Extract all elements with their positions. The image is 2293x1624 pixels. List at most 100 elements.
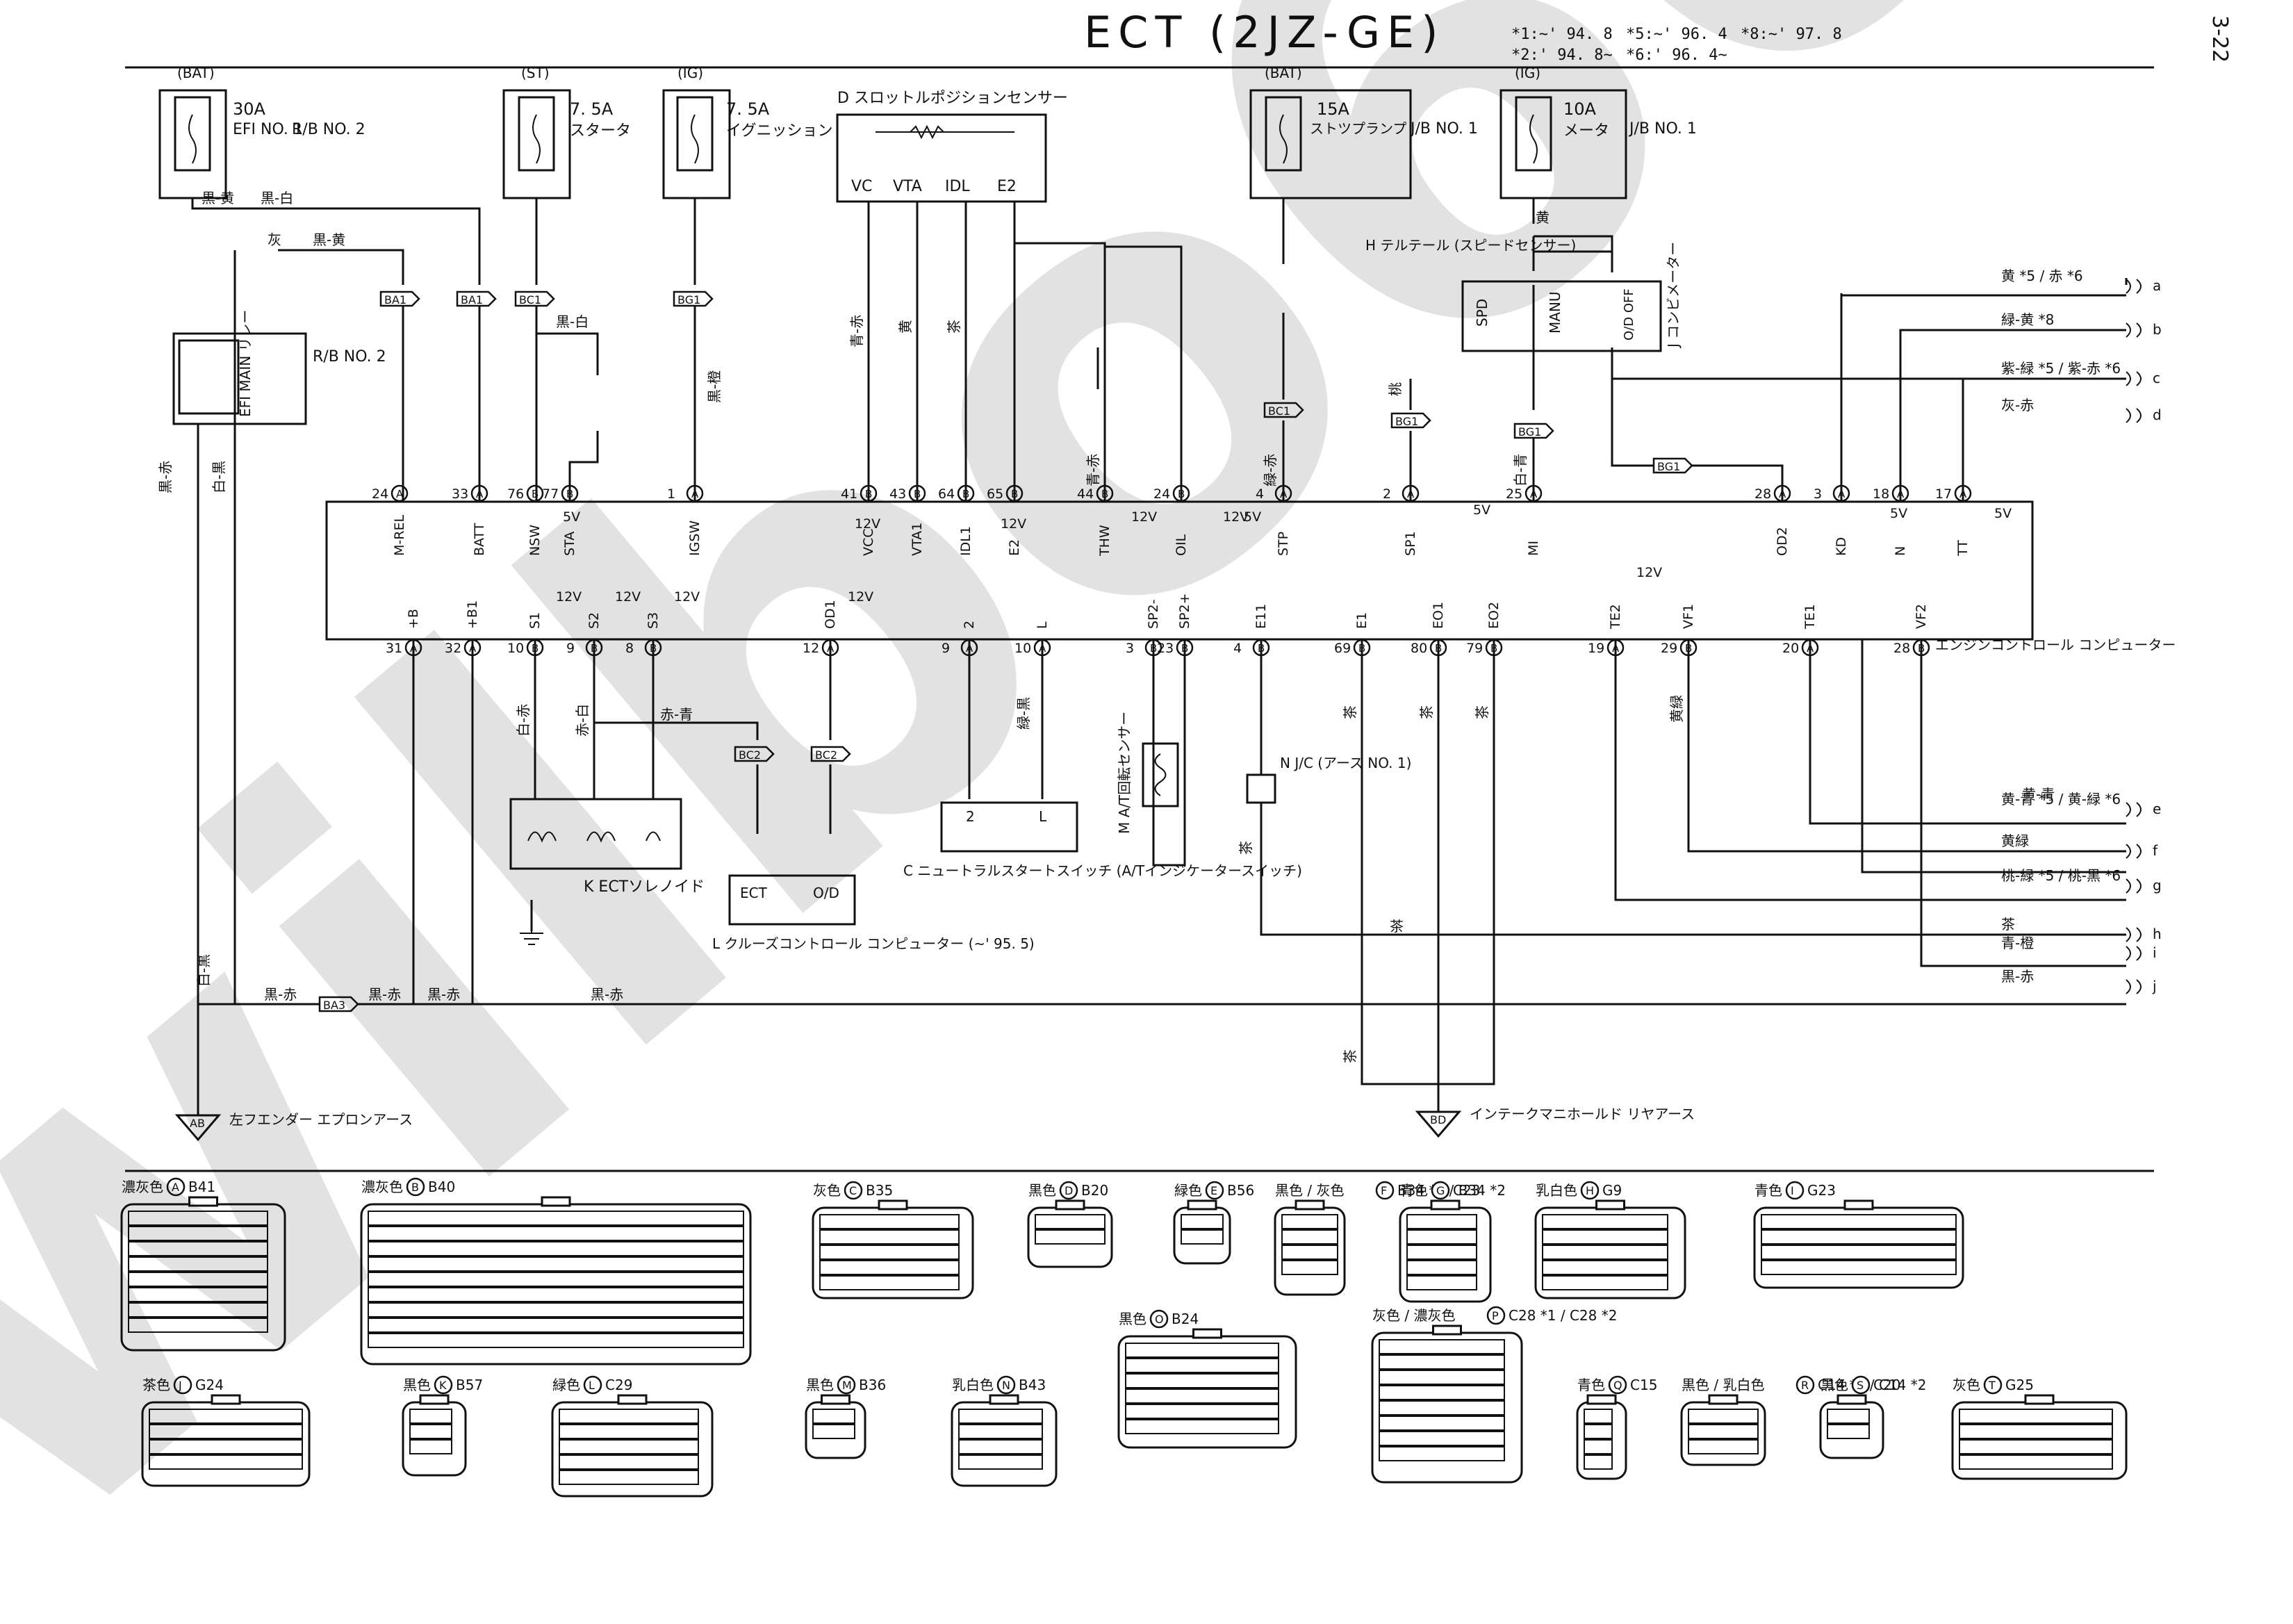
connector-cavity-row: [1125, 1404, 1279, 1419]
connector-id: A: [172, 1181, 179, 1194]
wire-color: 白-黒: [211, 461, 227, 493]
connector-shell: [1173, 1206, 1231, 1265]
connector-latch: [1432, 1324, 1462, 1336]
connector-id: G: [1436, 1184, 1445, 1197]
pin-name: SP1: [1403, 531, 1418, 556]
pin-number: 4: [1233, 641, 1242, 656]
wire-color: 緑-黒: [1015, 697, 1032, 730]
pin-name: M-REL: [392, 515, 407, 556]
fuse-source: (IG): [677, 65, 703, 81]
connector-id: I: [1791, 1184, 1794, 1197]
connector-id: M: [842, 1379, 852, 1392]
right-side-outputs: 黄 *5 / 赤 *6a緑-黄 *8b紫-緑 *5 / 紫-赤 *6c灰-赤d黄…: [2001, 268, 2162, 994]
connector-cavity-row: [368, 1318, 744, 1333]
wire: [536, 332, 599, 375]
connector-cavity-row: [1584, 1454, 1613, 1470]
fuse-icon: [1529, 114, 1538, 164]
connector-cavity-row: [1281, 1260, 1338, 1275]
connector-shell: [1534, 1206, 1686, 1299]
connector-part: C15: [1630, 1377, 1657, 1393]
connector-cavity-row: [1379, 1400, 1505, 1416]
pin-number: 17: [1935, 486, 1952, 502]
connector-color: 黒色: [1821, 1377, 1848, 1393]
connector-id-badge: [844, 1181, 863, 1200]
ground-icon: [1415, 1110, 1462, 1138]
pin-name: S1: [527, 612, 543, 629]
pin-name: OIL: [1174, 534, 1189, 556]
voltage-label: 5V: [563, 509, 580, 525]
connector-cavity-row: [1542, 1214, 1668, 1229]
fuse-icon: [188, 114, 197, 164]
connector-id-badge: [166, 1177, 186, 1197]
junction-tag: BA1: [456, 290, 497, 307]
voltage-label: 5V: [1473, 502, 1490, 518]
voltage-label: 5V: [1244, 509, 1261, 525]
connector-cavity-row: [368, 1211, 744, 1226]
component-label: K ECTソレノイド: [584, 878, 705, 896]
connector-id: N: [1002, 1379, 1010, 1392]
tag-label: BA3: [323, 999, 345, 1012]
connector-part: C29: [605, 1377, 632, 1393]
wire-color: 黒-橙: [706, 370, 723, 403]
fuse-meter: (IG) 10A メータ J/B NO. 1: [1499, 65, 1697, 199]
pin-label: VTA: [893, 178, 922, 195]
connector-cavity-row: [368, 1226, 744, 1241]
cruise-frame: [728, 874, 856, 926]
connector-cavity-row: [559, 1424, 699, 1439]
nss-indicator-switch: 2 L C ニュートラルスタートスイッチ (A/Tインジケータースイッチ): [903, 801, 1302, 879]
connector-part: B36: [859, 1377, 886, 1393]
pin-label: SPD: [1474, 299, 1490, 327]
fuse-ignition: (IG) 7. 5A イグニッション: [662, 65, 833, 199]
voltage-label: 12V: [1223, 509, 1249, 525]
connector-cavity-row: [1379, 1446, 1505, 1461]
wire: [1899, 329, 2126, 502]
output-d: 灰-赤d: [2001, 397, 2162, 423]
component-label: D スロットルポジションセンサー: [837, 90, 1068, 107]
output-colors: 緑-黄 *8: [2001, 311, 2054, 328]
cruise-control-computer: ECT O/D L クルーズコントロール コンピューター (~' 95. 5): [712, 874, 1035, 952]
voltage-label: 12V: [848, 589, 873, 605]
connector-cavity-row: [128, 1211, 268, 1226]
connector-cavity-row: [1379, 1370, 1505, 1385]
wire: [1611, 379, 1657, 467]
wire-color-labels: 黒-黄 黒-白 灰 黒-黄 黒-白 黒-赤 白-黒 白-黒 黒-橙 青-赤 黄 …: [157, 190, 2055, 1063]
component-label: C ニュートラルスタートスイッチ (A/Tインジケータースイッチ): [903, 862, 1302, 879]
at-speed-sensor: M A/T回転センサー: [1116, 712, 1179, 834]
connector-cavity-row: [1688, 1439, 1759, 1454]
pin-number: 76: [507, 486, 524, 502]
output-a: 黄 *5 / 赤 *6a: [2001, 268, 2161, 294]
connector-latch: [2024, 1394, 2055, 1405]
pin-number: 77: [542, 486, 559, 502]
wire: [1014, 242, 1106, 502]
pin-name: VTA1: [910, 523, 925, 556]
meter-label: J コンビメーター: [1665, 242, 1682, 349]
wire-color: 黄緑: [1668, 695, 1685, 723]
pin-name: THW: [1097, 525, 1112, 557]
fuse-frame: [1499, 89, 1627, 199]
pin-circle: [526, 484, 544, 502]
wire: [191, 198, 481, 285]
pin-number: 3: [1814, 486, 1822, 502]
wire-color: 白-青: [1512, 454, 1529, 486]
wire-color: 緑-赤: [1262, 454, 1279, 486]
voltage-label: 5V: [1994, 506, 2012, 521]
connector-latch: [1836, 1394, 1867, 1405]
output-colors: 紫-緑 *5 / 紫-赤 *6: [2001, 360, 2121, 377]
pin-number: 65: [987, 486, 1003, 502]
fuse-frame: [662, 89, 731, 199]
junction-tag: BC1: [514, 290, 555, 307]
pin-name: N: [1893, 546, 1908, 556]
wire: [568, 431, 599, 502]
pin-name: KD: [1834, 537, 1849, 556]
connector-color: 黒色: [403, 1377, 431, 1393]
connector-cavity-row: [1542, 1275, 1668, 1290]
connector-cavity-row: [128, 1226, 268, 1241]
pin-name: S2: [586, 612, 602, 629]
connector-cavity-row: [409, 1439, 452, 1454]
voltage-label: 12V: [1636, 565, 1662, 580]
